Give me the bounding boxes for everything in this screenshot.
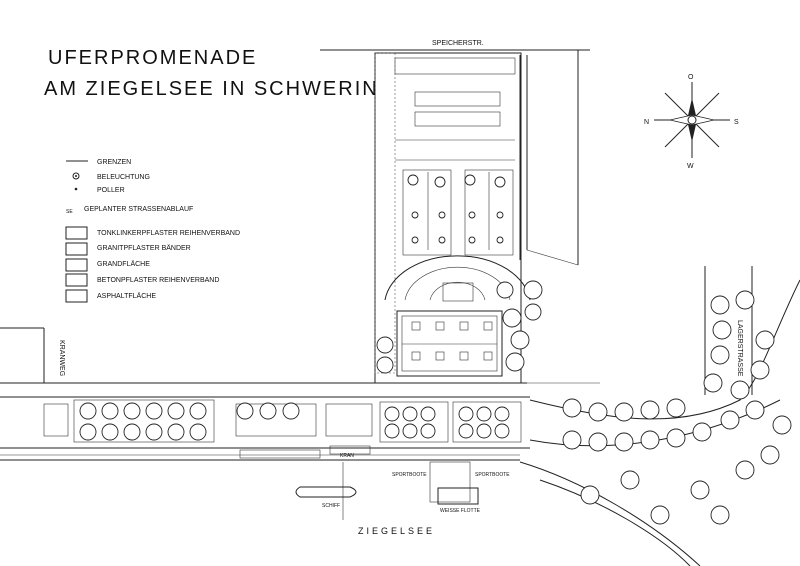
legend-swatch-klinker xyxy=(65,226,88,240)
legend-swatch-grand xyxy=(65,258,88,272)
label-ziegelsee: ZIEGELSEE xyxy=(358,526,435,536)
legend-grand-label: GRANDFLÄCHE xyxy=(97,260,150,268)
compass-w: W xyxy=(687,163,694,170)
legend-lamp-icon-dot xyxy=(75,175,77,177)
legend-swatch-granit xyxy=(65,242,88,256)
compass-o: O xyxy=(688,74,694,81)
street-lagerstrasse: LAGERSTRASSE xyxy=(736,320,743,377)
legend-granit-label: GRANITPFLASTER BÄNDER xyxy=(97,244,191,252)
legend-asphalt-label: ASPHALTFLÄCHE xyxy=(97,292,156,300)
kranweg-street: KRANWEG xyxy=(0,327,65,384)
compass-n: N xyxy=(644,119,649,126)
harbour: SCHIFF SPORTBOOTE SPORTBOOTE WEISSE FLOT… xyxy=(295,461,510,536)
compass-rose: N S O W xyxy=(644,74,739,170)
plan-title-line1: UFERPROMENADE xyxy=(48,47,257,69)
boat-white-fleet xyxy=(437,487,479,505)
pier xyxy=(429,461,471,503)
legend-drain-icon: SE xyxy=(66,209,73,215)
north-block: SPEICHERSTR. xyxy=(320,40,600,384)
label-crane: KRAN xyxy=(340,453,354,459)
legend-klinker-label: TONKLINKERPFLASTER REIHENVERBAND xyxy=(97,230,240,237)
lawn-left xyxy=(402,169,452,256)
label-sportboote-left: SPORTBOOTE xyxy=(392,472,427,478)
plan-title-line2: AM ZIEGELSEE IN SCHWERIN xyxy=(44,78,379,100)
legend-boundary-label: GRENZEN xyxy=(97,159,131,166)
tree-block-2 xyxy=(379,401,449,443)
tree-block-1 xyxy=(73,399,215,443)
legend: GRENZEN BELEUCHTUNG POLLER SE GEPLANTER … xyxy=(65,159,240,303)
parking-area xyxy=(394,57,516,161)
compass-s: S xyxy=(734,119,739,126)
street-speicherstrasse: SPEICHERSTR. xyxy=(432,40,484,47)
boat-ship xyxy=(295,486,357,498)
legend-lamp-icon xyxy=(72,172,80,180)
lagerstrasse: LAGERSTRASSE xyxy=(519,266,800,566)
label-ship: SCHIFF xyxy=(322,503,340,509)
legend-beton-label: BETONPFLASTER REIHENVERBAND xyxy=(97,277,219,284)
label-sportboote-right: SPORTBOOTE xyxy=(475,472,510,478)
legend-lamp-label: BELEUCHTUNG xyxy=(97,174,150,181)
street-kranweg: KRANWEG xyxy=(58,340,65,376)
label-white-fleet: WEISSE FLOTTE xyxy=(440,508,481,514)
legend-bollard-icon xyxy=(74,187,78,191)
promenade: KRAN xyxy=(0,382,530,461)
legend-bollard-label: POLLER xyxy=(97,187,125,194)
plaza-arc-outer xyxy=(384,255,531,301)
central-building xyxy=(396,310,503,377)
legend-swatch-asphalt xyxy=(65,289,88,303)
tree-block-3 xyxy=(452,401,522,443)
lawn-right xyxy=(464,169,514,256)
legend-swatch-beton xyxy=(65,273,88,287)
legend-drain-label: GEPLANTER STRASSENABLAUF xyxy=(84,206,193,213)
